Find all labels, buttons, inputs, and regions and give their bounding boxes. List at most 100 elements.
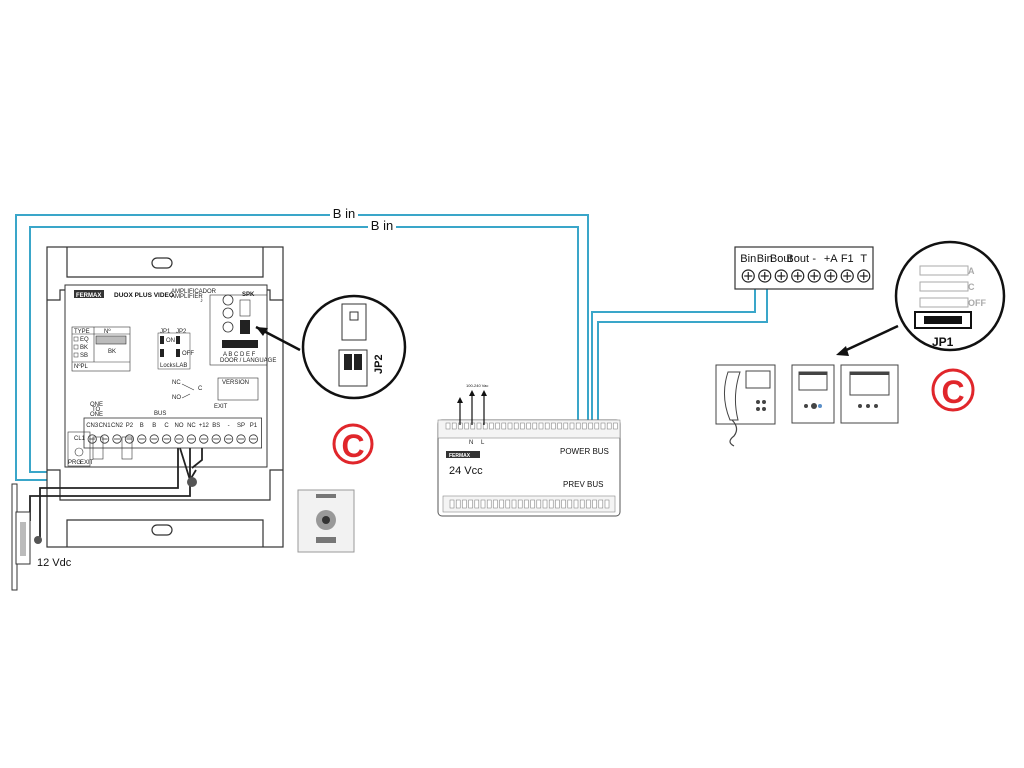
monitor-terminal-label-7: T bbox=[860, 253, 867, 265]
panel-brand: FERMAX bbox=[76, 293, 101, 299]
type-eq: EQ bbox=[80, 337, 89, 343]
terminal-label-8: NC bbox=[187, 423, 196, 429]
ps-top-terminal-11 bbox=[513, 422, 519, 430]
prg-label: PRG bbox=[68, 460, 81, 466]
ps-bottom-terminal-17 bbox=[555, 499, 560, 509]
ps-bottom-terminal-2 bbox=[462, 499, 467, 509]
ps-bottom-terminal-22 bbox=[586, 499, 591, 509]
ps-bottom-terminal-18 bbox=[561, 499, 566, 509]
one-to-one-1: ONE bbox=[90, 402, 103, 408]
terminal-label-9: +12 bbox=[199, 423, 210, 429]
ps-top-terminal-14 bbox=[532, 422, 538, 430]
ps-input: 100-240 Vac bbox=[466, 383, 488, 388]
svg-text:C: C bbox=[941, 374, 964, 410]
monitor-terminal-label-5: +A bbox=[824, 253, 838, 265]
ps-top-terminal-0 bbox=[445, 422, 451, 430]
ps-bottom-terminal-19 bbox=[567, 499, 573, 509]
terminal-label-13: P1 bbox=[250, 423, 258, 429]
terminal-label-0: CN3 bbox=[86, 423, 99, 429]
ps-top-terminal-17 bbox=[551, 422, 556, 430]
ps-power-bus: POWER BUS bbox=[560, 447, 609, 456]
c-label: C bbox=[198, 386, 203, 392]
lock-wires bbox=[29, 447, 203, 537]
spk-sub: DOOR / LANGUAGE bbox=[220, 358, 276, 364]
ps-top-terminal-3 bbox=[464, 422, 469, 430]
nc-label: NC bbox=[172, 380, 181, 386]
ps-top-terminal-13 bbox=[526, 422, 531, 430]
ps-bottom-terminal-15 bbox=[542, 499, 548, 509]
monitor-handset bbox=[715, 364, 776, 447]
monitor-terminal-label-4: - bbox=[812, 253, 816, 265]
ps-bottom-terminal-4 bbox=[474, 499, 480, 509]
ps-bottom-terminal-14 bbox=[536, 499, 542, 509]
type-header: TYPE bbox=[74, 329, 90, 335]
push-button-plate bbox=[297, 489, 355, 553]
exit-small-label: EXIT bbox=[80, 460, 94, 466]
terminal-label-10: BS bbox=[212, 423, 220, 429]
svg-text:C: C bbox=[341, 428, 364, 464]
ps-top-terminal-9 bbox=[501, 422, 507, 430]
jp1-small: JP1 bbox=[160, 329, 171, 335]
version-label: VERSION bbox=[222, 380, 249, 386]
ps-bottom-terminal-0 bbox=[449, 499, 455, 509]
terminal-label-7: NO bbox=[175, 423, 184, 429]
ps-top-terminal-10 bbox=[507, 422, 513, 430]
ps-prev-bus: PREV BUS bbox=[563, 480, 603, 489]
badge-c-left: C bbox=[332, 423, 374, 465]
bin-label-bottom: B in bbox=[371, 218, 393, 233]
no-label: NO bbox=[172, 395, 181, 401]
ps-bottom-terminal-6 bbox=[486, 499, 492, 509]
bus-label: BUS bbox=[154, 411, 166, 417]
ps-top-terminal-22 bbox=[582, 422, 587, 430]
bk-label: BK bbox=[108, 349, 116, 355]
ps-input-l: L bbox=[481, 440, 485, 446]
terminal-label-4: B bbox=[140, 423, 144, 429]
jp2-zoom-label: JP2 bbox=[373, 354, 385, 374]
ps-bottom-terminal-24 bbox=[598, 499, 604, 509]
terminal-label-11: - bbox=[228, 423, 230, 429]
power-supply: FERMAX 24 Vcc POWER BUS PREV BUS 100-240… bbox=[437, 383, 621, 517]
monitor-wide bbox=[840, 364, 899, 424]
ps-top-terminal-12 bbox=[520, 422, 525, 430]
one-to-one-3: ONE bbox=[90, 412, 103, 418]
ps-top-terminal-26 bbox=[606, 422, 612, 430]
jp-off: OFF bbox=[182, 351, 194, 357]
terminal-label-12: SP bbox=[237, 423, 245, 429]
ps-top-terminal-15 bbox=[538, 422, 544, 430]
monitor-wire-2 bbox=[597, 288, 768, 422]
ps-bottom-terminal-13 bbox=[530, 499, 535, 509]
monitor-terminal-label-1: Bin bbox=[757, 253, 773, 265]
ps-bottom-terminal-1 bbox=[455, 499, 461, 509]
terminal-label-2: CN2 bbox=[111, 423, 124, 429]
jp-on: ON bbox=[166, 338, 175, 344]
ps-bottom-terminals bbox=[449, 499, 610, 509]
badge-c-right: C bbox=[931, 368, 975, 412]
ps-bottom-terminal-25 bbox=[604, 499, 610, 509]
one-to-one-2: TO bbox=[92, 407, 101, 413]
spk-letters: A B C D E F bbox=[223, 352, 256, 358]
ps-brand: FERMAX bbox=[449, 453, 471, 459]
ps-voltage: 24 Vcc bbox=[449, 465, 483, 477]
spk-label: SPK bbox=[242, 292, 255, 298]
no-header: Nº bbox=[104, 328, 111, 335]
jp1-zoom: A C OFF JP1 bbox=[894, 240, 1006, 352]
pot-glyph-1: ♪ bbox=[200, 298, 203, 304]
monitor-terminal-label-6: F1 bbox=[841, 253, 854, 265]
ps-top-terminal-1 bbox=[451, 422, 457, 430]
type-sb: SB bbox=[80, 353, 88, 359]
door-lock bbox=[11, 483, 42, 591]
ps-bottom-terminal-23 bbox=[592, 499, 597, 509]
jp-lab: LAB bbox=[176, 363, 187, 369]
ps-bottom-terminal-21 bbox=[579, 499, 585, 509]
jp2-zoom: JP2 bbox=[255, 294, 407, 400]
jp1-zoom-label: JP1 bbox=[932, 335, 954, 349]
ps-top-terminal-7 bbox=[489, 422, 494, 430]
monitor-terminal-label-2: Bout bbox=[770, 253, 793, 265]
panel-model-sub-2: AMPLIFIER bbox=[171, 294, 203, 300]
ps-top-terminal-27 bbox=[613, 422, 618, 430]
monitor-terminal-label-0: Bin bbox=[740, 253, 756, 265]
ps-top-terminal-6 bbox=[482, 422, 488, 430]
ps-input-n: N bbox=[469, 440, 473, 446]
